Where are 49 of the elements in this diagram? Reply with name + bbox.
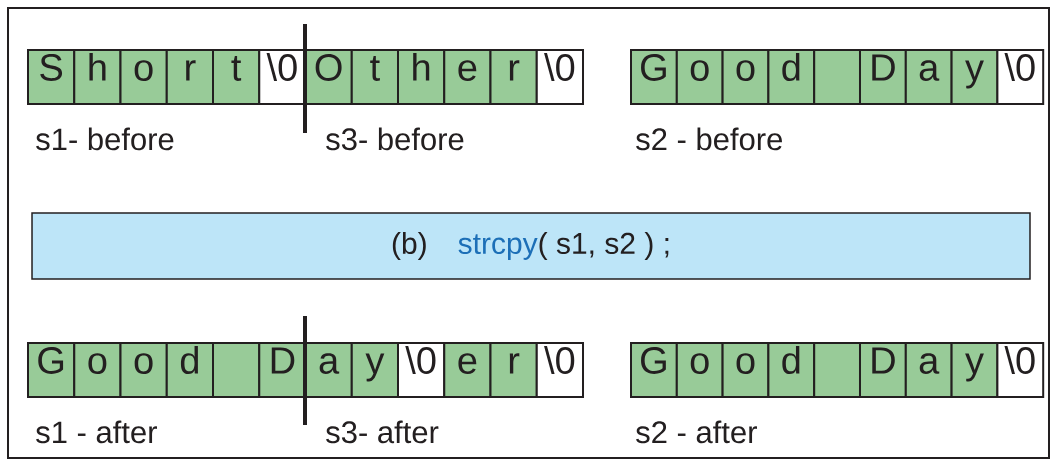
character-cell: S xyxy=(27,49,76,105)
blank-cell xyxy=(813,342,861,398)
character-cell: \0 xyxy=(535,49,584,105)
character-cell: h xyxy=(397,49,446,105)
character-cell: o xyxy=(675,342,724,398)
character-cell: G xyxy=(630,342,678,398)
character-cell: y xyxy=(350,342,399,398)
character-cell: o xyxy=(73,342,122,398)
character-cell: t xyxy=(350,49,399,105)
caption: s3- after xyxy=(326,420,439,444)
character-cell: o xyxy=(721,342,770,398)
blank-cell xyxy=(212,342,261,398)
blank-cell xyxy=(813,49,861,105)
character-cell: y xyxy=(950,342,999,398)
character-cell: \0 xyxy=(535,342,584,398)
character-cell: t xyxy=(212,49,261,105)
character-cell: h xyxy=(73,49,122,105)
character-cell: e xyxy=(443,49,492,105)
character-cell: \0 xyxy=(258,49,307,105)
character-cell: o xyxy=(119,342,168,398)
character-cell: o xyxy=(119,49,168,105)
caption: s3- before xyxy=(326,127,464,151)
character-cell: G xyxy=(27,342,76,398)
character-cell: y xyxy=(950,49,999,105)
character-cell: \0 xyxy=(397,342,446,398)
character-cell: d xyxy=(767,342,816,398)
character-cell: \0 xyxy=(996,49,1045,105)
character-cell: e xyxy=(443,342,492,398)
character-cell: r xyxy=(165,49,214,105)
character-cell: a xyxy=(904,49,953,105)
caption: s2 - before xyxy=(636,127,782,151)
code-band: (b) strcpy( s1, s2 ) ; xyxy=(31,212,1031,280)
character-cell: d xyxy=(165,342,214,398)
character-cell: D xyxy=(859,49,907,105)
caption: s2 - after xyxy=(636,420,757,444)
character-cell: a xyxy=(304,342,353,398)
character-cell: o xyxy=(675,49,724,105)
character-cell: d xyxy=(767,49,816,105)
caption: s1- before xyxy=(36,127,174,151)
character-cell: O xyxy=(304,49,353,105)
character-cell: o xyxy=(721,49,770,105)
character-cell: r xyxy=(489,49,538,105)
character-cell: D xyxy=(859,342,907,398)
character-cell: a xyxy=(904,342,953,398)
character-cell: r xyxy=(489,342,538,398)
character-cell: \0 xyxy=(996,342,1045,398)
character-cell: G xyxy=(630,49,678,105)
character-cell: D xyxy=(258,342,307,398)
caption: s1 - after xyxy=(36,420,157,444)
